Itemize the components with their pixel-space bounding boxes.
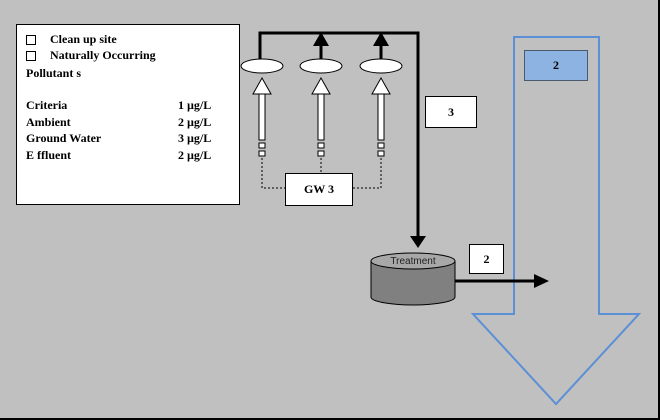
legend-cleanup-label: Clean up site	[50, 32, 117, 46]
well-shaft-2	[311, 76, 331, 157]
riser-3-arrow	[373, 32, 389, 46]
well-head-2	[299, 58, 343, 74]
header-pipe	[258, 31, 420, 240]
outflow-arrow	[534, 274, 549, 288]
checkbox-icon	[26, 34, 36, 45]
legend-row-value: 1 µg/L	[178, 98, 212, 112]
big-down-arrow	[470, 36, 642, 406]
legend-checkbox-cleanup: Clean up site	[26, 32, 117, 47]
legend-checkbox-natural: Naturally Occurring	[26, 48, 156, 63]
gw-level-label: GW 3	[285, 173, 353, 206]
pipe-level-label: 3	[425, 96, 477, 128]
legend-row-value: 3 µg/L	[178, 131, 212, 145]
legend-row-value: 2 µg/L	[178, 115, 212, 129]
riser-2-arrow	[313, 32, 329, 46]
gw-dashed-connector	[261, 158, 382, 189]
legend-row-ambient: Ambient 2 µg/L	[26, 115, 226, 130]
legend-box: Clean up site Naturally Occurring Pollut…	[16, 24, 240, 205]
treatment-tank	[370, 252, 456, 306]
outflow-level-label: 2	[469, 244, 504, 274]
legend-row-effluent: E ffluent 2 µg/L	[26, 148, 226, 163]
pipe-arrow-down	[410, 236, 426, 248]
checkbox-icon	[26, 50, 36, 61]
well-head-1	[240, 58, 284, 74]
legend-row-groundwater: Ground Water 3 µg/L	[26, 131, 226, 146]
legend-row-value: 2 µg/L	[178, 148, 212, 162]
legend-row-label: E ffluent	[26, 148, 71, 162]
well-head-3	[359, 58, 403, 74]
legend-pollutants-label: Pollutant s	[26, 66, 82, 80]
legend-row-label: Ambient	[26, 115, 71, 129]
well-shaft-3	[371, 76, 391, 157]
legend-row-label: Criteria	[26, 98, 68, 112]
well-shaft-1	[252, 76, 272, 157]
legend-natural-label: Naturally Occurring	[50, 48, 156, 62]
legend-row-label: Ground Water	[26, 131, 102, 145]
big-arrow-level-label: 2	[524, 50, 588, 81]
treatment-label: Treatment	[390, 256, 436, 267]
legend-row-criteria: Criteria 1 µg/L	[26, 98, 226, 113]
